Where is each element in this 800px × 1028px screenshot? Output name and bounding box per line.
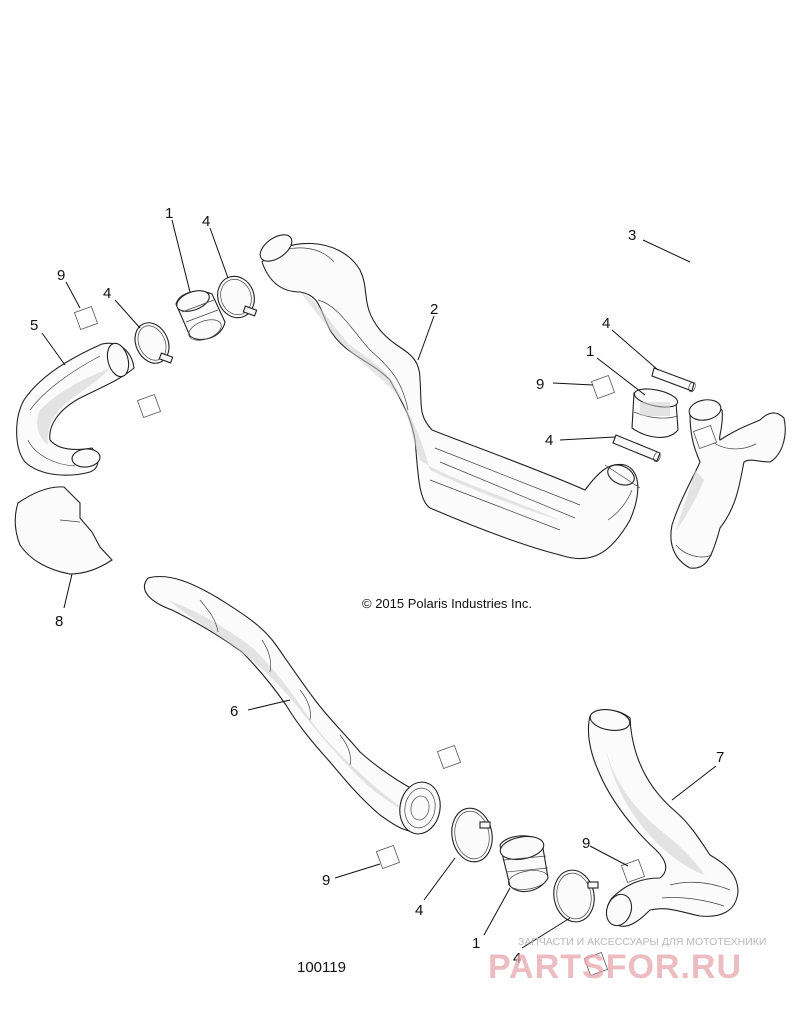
callout-1-bottom: 1 [472,935,480,952]
part-2-intake-duct [259,234,641,560]
callout-4-top: 4 [202,213,210,230]
part-4-clamp-top-right [217,275,258,319]
part-4-clamp-bottom-left [451,807,493,863]
callout-4-right-lower: 4 [545,432,553,449]
callout-8: 8 [55,613,63,630]
callout-1-right: 1 [586,343,594,360]
callout-6: 6 [230,703,238,720]
part-1-coupler-right [631,388,679,438]
callout-9-left: 9 [57,267,65,284]
tag-square-bottom-far [583,951,609,977]
tag-square-bottom-right [620,858,646,884]
tag-square-bottom-left [375,844,401,870]
callout-7: 7 [716,749,724,766]
part-5-curved-duct [16,342,135,476]
callout-9-bottom-right: 9 [582,835,590,852]
tag-square-right-lower [692,424,718,450]
callout-9-right: 9 [536,376,544,393]
callout-5: 5 [30,317,38,334]
callout-4-bottom-right: 4 [513,950,521,967]
watermark-brand: PARTSFOR.RU [488,948,742,986]
callout-2: 2 [430,301,438,318]
part-1-coupler-top [175,290,226,341]
part-4-clamp-top-left [134,322,174,364]
callout-4-right-upper: 4 [602,315,610,332]
figure-number: 100119 [297,959,346,976]
callout-4-left: 4 [103,285,111,302]
copyright-notice: © 2015 Polaris Industries Inc. [362,596,532,611]
callout-4-bottom: 4 [415,902,423,919]
callout-1-top: 1 [165,205,173,222]
part-1-coupler-bottom [499,835,549,893]
leader-lines [41,219,717,949]
part-6-long-hose [143,576,441,835]
part-4-strap-right-lower [612,434,661,463]
tag-square-upper-left [73,305,99,331]
callout-9-bottom-left: 9 [322,872,330,889]
part-4-clamp-bottom-right [553,869,599,923]
part-4-strap-right-upper [651,367,696,393]
part-7-lower-duct [587,709,739,927]
tag-square-right-upper [590,374,616,400]
watermark-tagline: ЗАПЧАСТИ И АКСЕССУАРЫ ДЛЯ МОТОТЕХНИКИ [518,936,766,948]
tag-square-mid-left [136,393,162,419]
part-8-heat-shield [14,486,113,575]
part-3-boot [670,399,786,569]
tag-square-center-lower [436,744,462,770]
callout-3: 3 [628,227,636,244]
